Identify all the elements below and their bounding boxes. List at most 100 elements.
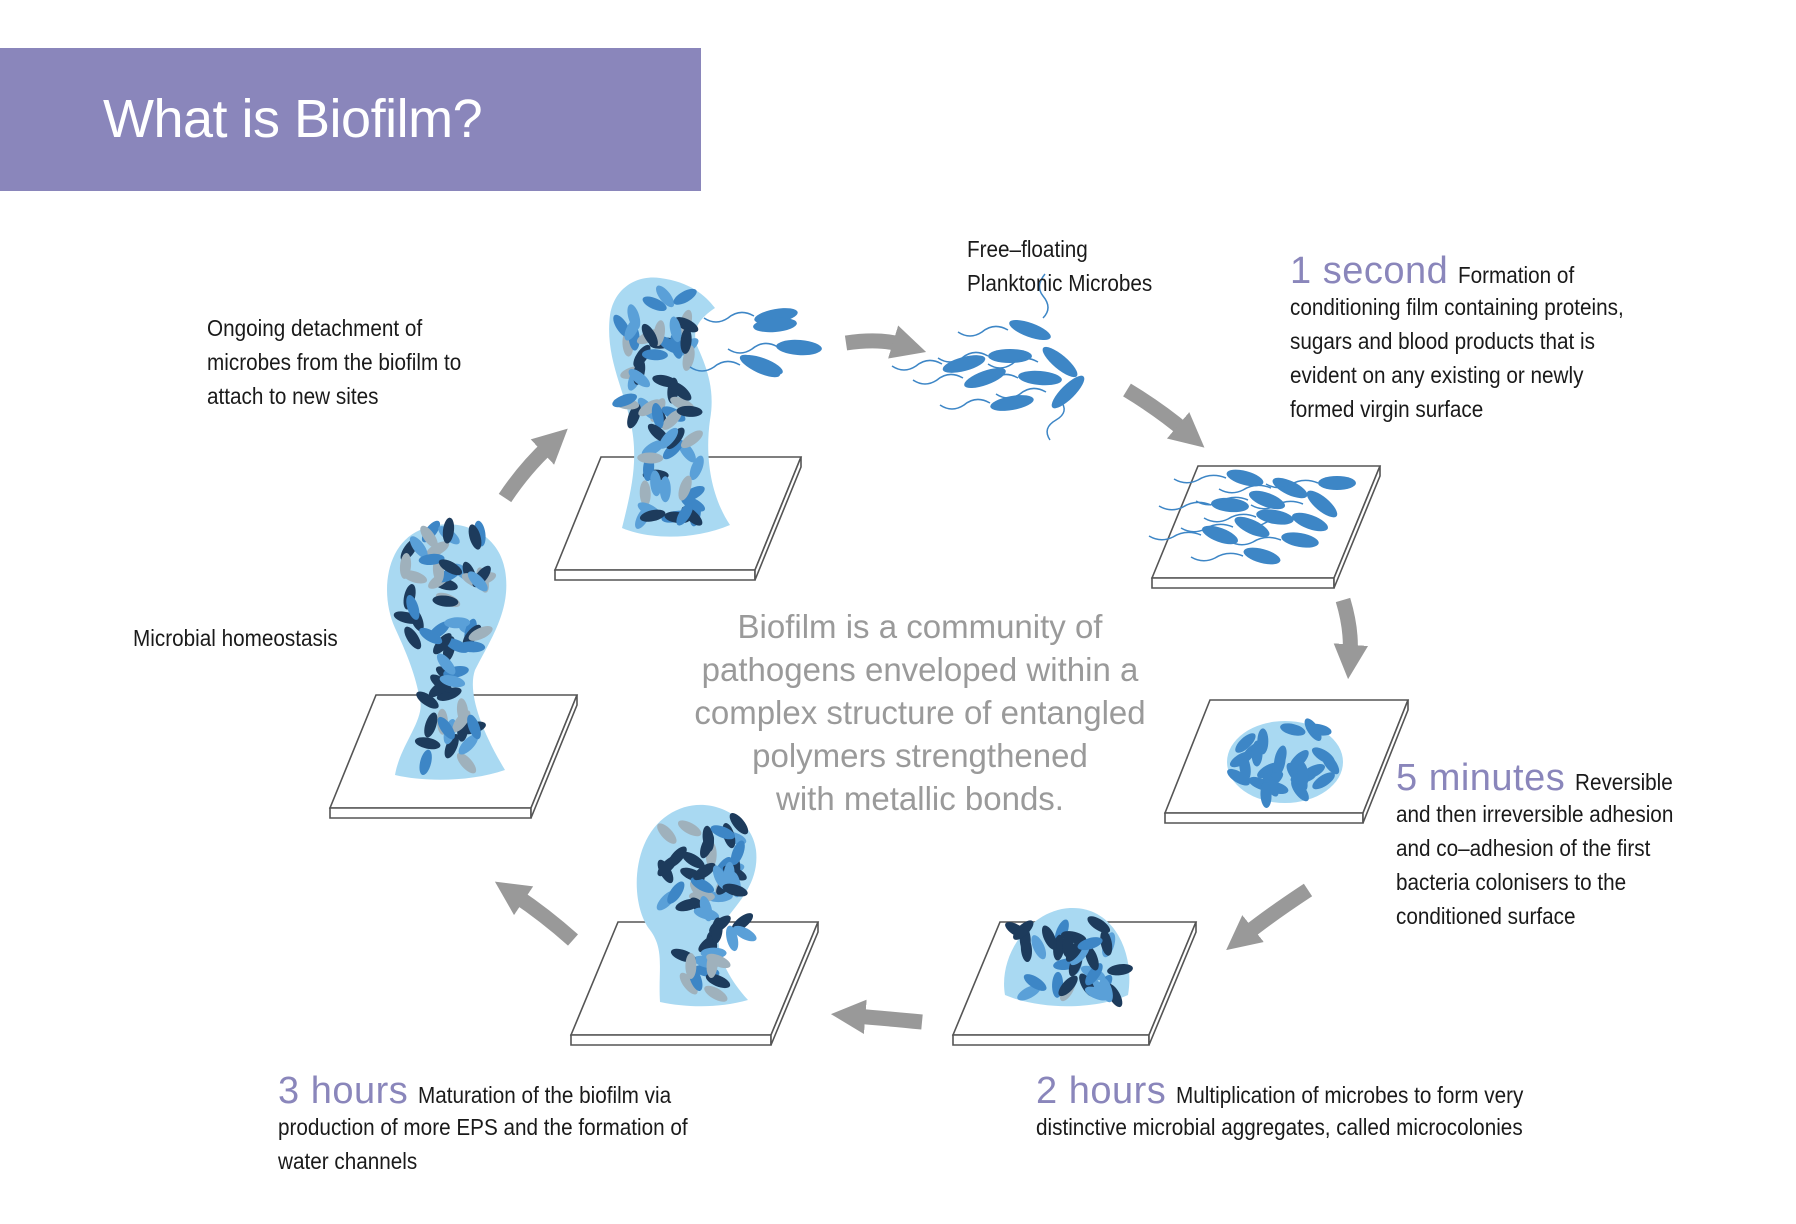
microbe: [1239, 754, 1251, 781]
flagellum: [1218, 484, 1272, 494]
microbe: [1013, 920, 1034, 940]
homeostasis-label: Microbial homeostasis: [133, 625, 338, 651]
flagellum: [1190, 552, 1244, 562]
step-5-minutes: 5 minutes Reversible and then irreversib…: [1396, 757, 1704, 933]
cycle-arrow: [1123, 383, 1205, 448]
microbe: [468, 626, 493, 641]
microbe: [419, 749, 432, 776]
microbe: [414, 737, 441, 750]
microbe: [667, 881, 685, 904]
microbe: [676, 502, 694, 526]
microbe: [424, 712, 438, 738]
microbe: [1018, 370, 1062, 386]
microbe: [942, 355, 986, 373]
microbe: [1272, 477, 1308, 499]
step-1-second: 1 second Formation of conditioning film …: [1290, 250, 1661, 426]
microbe: [1311, 747, 1335, 765]
microbe: [1289, 750, 1309, 771]
flagellum: [891, 359, 943, 371]
microbe: [409, 536, 428, 559]
microbe: [1305, 723, 1332, 736]
definition-line: with metallic bonds.: [776, 780, 1064, 817]
flagellum: [1038, 273, 1049, 319]
microbe: [641, 349, 668, 361]
detachment-label: Ongoing detachment of microbes from the …: [207, 311, 461, 413]
microbe: [678, 475, 692, 501]
step-desc-first: Multiplication of microbes to form very: [1176, 1082, 1524, 1108]
microbe: [1260, 781, 1272, 808]
detachment-label-line-1: Ongoing detachment of: [207, 315, 423, 341]
step-desc-first: Formation of: [1458, 262, 1575, 288]
step-desc-line: bacteria colonisers to the: [1396, 869, 1627, 895]
flagellum: [1195, 496, 1249, 506]
free-floating-label-line-2: Planktonic Microbes: [967, 270, 1153, 296]
cycle-arrows: [494, 325, 1369, 1035]
flagellum: [1250, 500, 1304, 510]
step-desc-first: Reversible: [1575, 769, 1674, 795]
microbe: [680, 328, 692, 354]
microbe: [639, 509, 666, 522]
microbe: [467, 714, 481, 740]
cycle-arrow: [830, 999, 923, 1035]
flagellum: [939, 398, 991, 410]
microbe: [444, 733, 459, 759]
flagellum: [1173, 474, 1227, 484]
microbe: [706, 891, 733, 903]
microbe: [711, 917, 723, 944]
microbe: [1243, 547, 1281, 565]
free-floating-label: Free–floating Planktonic Microbes: [967, 232, 1152, 300]
microbe: [612, 393, 637, 408]
microbe: [676, 405, 703, 417]
microbe: [433, 633, 452, 655]
step-desc-line: formed virgin surface: [1290, 396, 1484, 422]
microbe: [436, 687, 462, 701]
step-time: 1 second: [1290, 250, 1449, 292]
step-desc-line: and then irreversible adhesion: [1396, 801, 1674, 827]
microbe: [1085, 963, 1103, 986]
microbe: [467, 571, 488, 592]
microbe: [642, 296, 667, 312]
microbe: [704, 985, 728, 1002]
microbe: [729, 813, 749, 835]
step-time: 3 hours: [278, 1070, 409, 1112]
microbe: [406, 594, 420, 620]
microbe: [710, 825, 736, 840]
microbe: [700, 833, 715, 859]
flagellum: [1238, 518, 1292, 528]
microbe: [456, 752, 477, 774]
microbe: [639, 480, 651, 507]
microbe: [641, 440, 665, 457]
step-time: 5 minutes: [1396, 757, 1566, 799]
microbe: [680, 430, 703, 449]
microbe: [1042, 346, 1078, 378]
microbe: [1272, 752, 1286, 778]
microbe: [685, 952, 697, 979]
microbe: [677, 820, 702, 837]
cycle-arrow: [1226, 883, 1313, 951]
microbe: [739, 354, 781, 378]
microbe: [1201, 525, 1239, 545]
page-title: What is Biofilm?: [103, 89, 483, 149]
microbe: [425, 541, 450, 558]
microbe: [399, 552, 412, 579]
microbe: [1023, 974, 1047, 991]
cycle-arrow: [494, 881, 578, 946]
flagellum: [1148, 531, 1202, 541]
microbe: [444, 617, 471, 629]
title-banner: What is Biofilm?: [0, 48, 701, 191]
microbe: [662, 439, 684, 460]
microbe: [657, 859, 674, 884]
microbe: [1031, 935, 1047, 960]
step-3-hours: 3 hours Maturation of the biofilm via pr…: [278, 1070, 733, 1178]
step-2-hours: 2 hours Multiplication of microbes to fo…: [1036, 1070, 1577, 1144]
microbe: [681, 496, 706, 512]
microbe: [659, 427, 679, 449]
definition-line: complex structure of entangled: [694, 694, 1146, 731]
microbe: [627, 403, 641, 429]
microbe: [990, 395, 1034, 411]
microbe: [650, 470, 662, 497]
microbe: [1306, 490, 1338, 518]
microbe: [699, 896, 713, 922]
microbe: [1107, 964, 1133, 976]
microbe: [1318, 476, 1356, 490]
